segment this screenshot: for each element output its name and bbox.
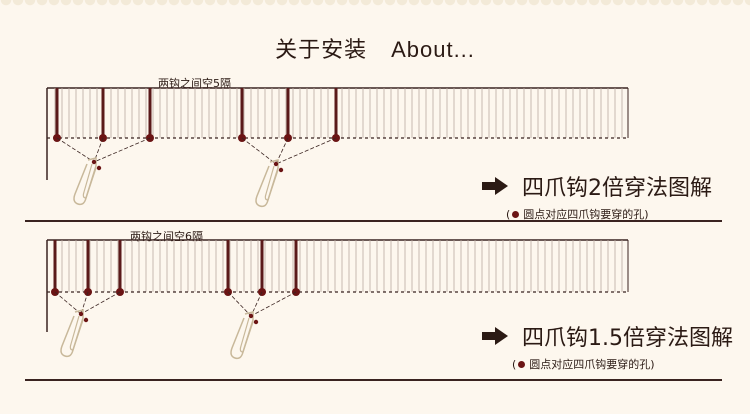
right-arrow-icon	[482, 327, 508, 345]
connector-line	[93, 137, 151, 163]
connector-line	[227, 291, 252, 317]
connector-line	[241, 137, 277, 165]
title-chinese: 关于安装	[275, 38, 368, 63]
section1-sub: 圆点对应四爪钩要穿的孔)	[523, 208, 649, 221]
hook-icon	[73, 157, 102, 206]
hook-dot	[278, 167, 284, 173]
hook-dot	[273, 161, 279, 167]
dot-icon	[512, 210, 520, 218]
connector-line	[275, 137, 289, 165]
hook-dot	[78, 311, 84, 317]
section2-title: 四爪钩1.5倍穿法图解	[522, 326, 733, 351]
hook-inner	[239, 317, 254, 353]
separator-rule-1	[25, 220, 722, 222]
section2-label-block: 四爪钩1.5倍穿法图解 ( 圆点对应四爪钩要穿的孔)	[482, 320, 733, 372]
section1-note: 两钩之间空5隔	[158, 77, 231, 90]
dot-icon	[518, 360, 526, 368]
section2-sub-open: (	[512, 357, 517, 371]
section1-sub-open: (	[506, 207, 511, 221]
hook-dot	[253, 319, 259, 325]
hook-icon	[255, 159, 284, 208]
section1-title: 四爪钩2倍穿法图解	[522, 176, 712, 201]
section2-sub: 圆点对应四爪钩要穿的孔)	[529, 358, 655, 371]
connector-line	[250, 291, 263, 317]
hook-dot	[91, 159, 97, 165]
separator-rule-2	[25, 379, 722, 381]
connector-line	[56, 137, 95, 163]
diagram-1-5x	[46, 239, 629, 360]
hook-inner	[82, 163, 97, 199]
connector-line	[80, 291, 121, 315]
section1-label-block: 四爪钩2倍穿法图解 ( 圆点对应四爪钩要穿的孔)	[482, 170, 712, 222]
scalloped-top-border	[0, 0, 750, 12]
hook-icon	[60, 309, 89, 358]
connector-line	[250, 291, 297, 317]
diagram-2x	[46, 87, 629, 208]
title-english: About...	[391, 37, 475, 62]
connector-line	[275, 137, 337, 165]
hook-inner	[69, 315, 84, 351]
hook-dot	[96, 165, 102, 171]
right-arrow-icon	[482, 177, 508, 195]
page-title: 关于安装 About...	[0, 32, 750, 64]
hook-icon	[230, 311, 259, 360]
hook-inner	[264, 165, 279, 201]
hook-dot	[248, 313, 254, 319]
connector-line	[54, 291, 82, 315]
hook-dot	[83, 317, 89, 323]
